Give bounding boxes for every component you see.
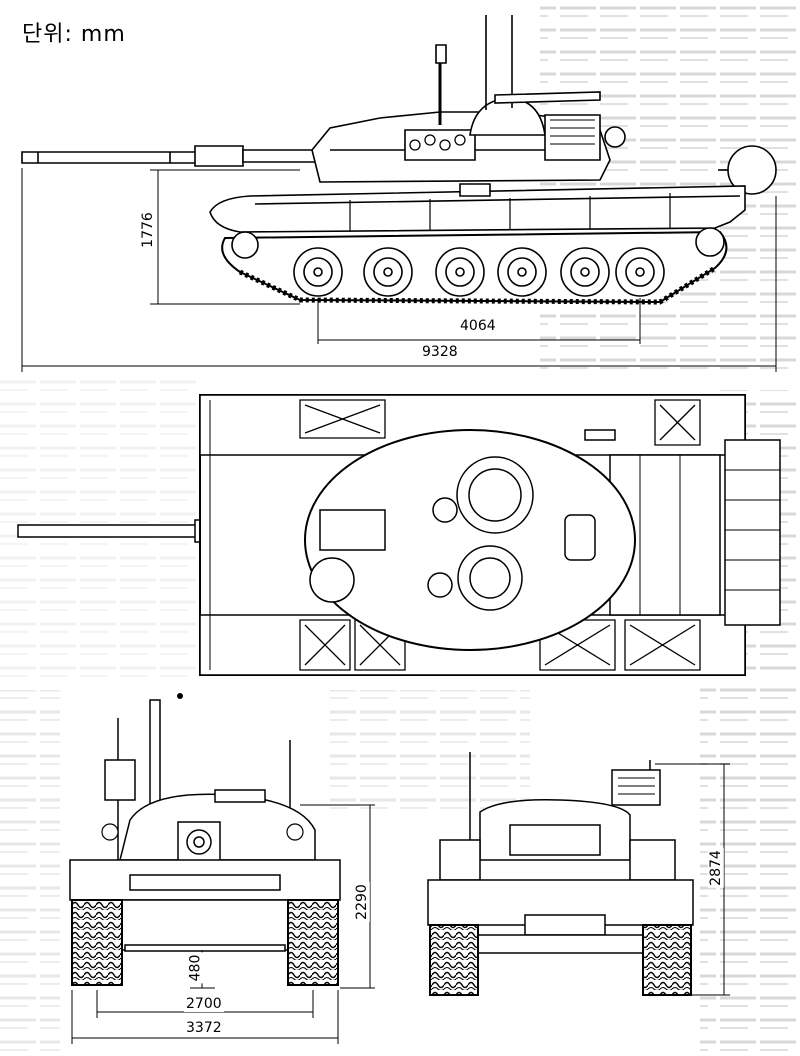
dim-rear-height: 2874 [707, 848, 724, 888]
unit-label: 단위: mm [22, 22, 126, 47]
front-right-track [288, 900, 338, 985]
dim-front-width: 3372 [184, 1020, 224, 1036]
top-view [18, 395, 780, 675]
side-dimension-lines [22, 168, 776, 372]
front-dimension-lines [72, 805, 375, 1044]
dim-front-height: 2290 [353, 882, 370, 922]
rear-right-track [643, 925, 691, 995]
scan-speck [177, 693, 183, 699]
dim-side-total-length: 9328 [420, 344, 460, 360]
side-view [22, 15, 776, 372]
front-view [70, 700, 375, 1044]
dim-front-track: 2700 [184, 996, 224, 1012]
front-left-track [72, 900, 122, 985]
top-turret [305, 430, 635, 650]
side-road-wheels [232, 228, 724, 296]
side-gun-barrel [22, 146, 323, 166]
dim-side-height: 1776 [139, 210, 156, 250]
top-storage-boxes [300, 400, 700, 670]
rear-view [428, 752, 730, 995]
dim-side-wheelbase: 4064 [458, 318, 498, 334]
dim-front-clearance: 480 [187, 952, 204, 984]
rear-dimension-lines [655, 764, 730, 995]
rear-left-track [430, 925, 478, 995]
